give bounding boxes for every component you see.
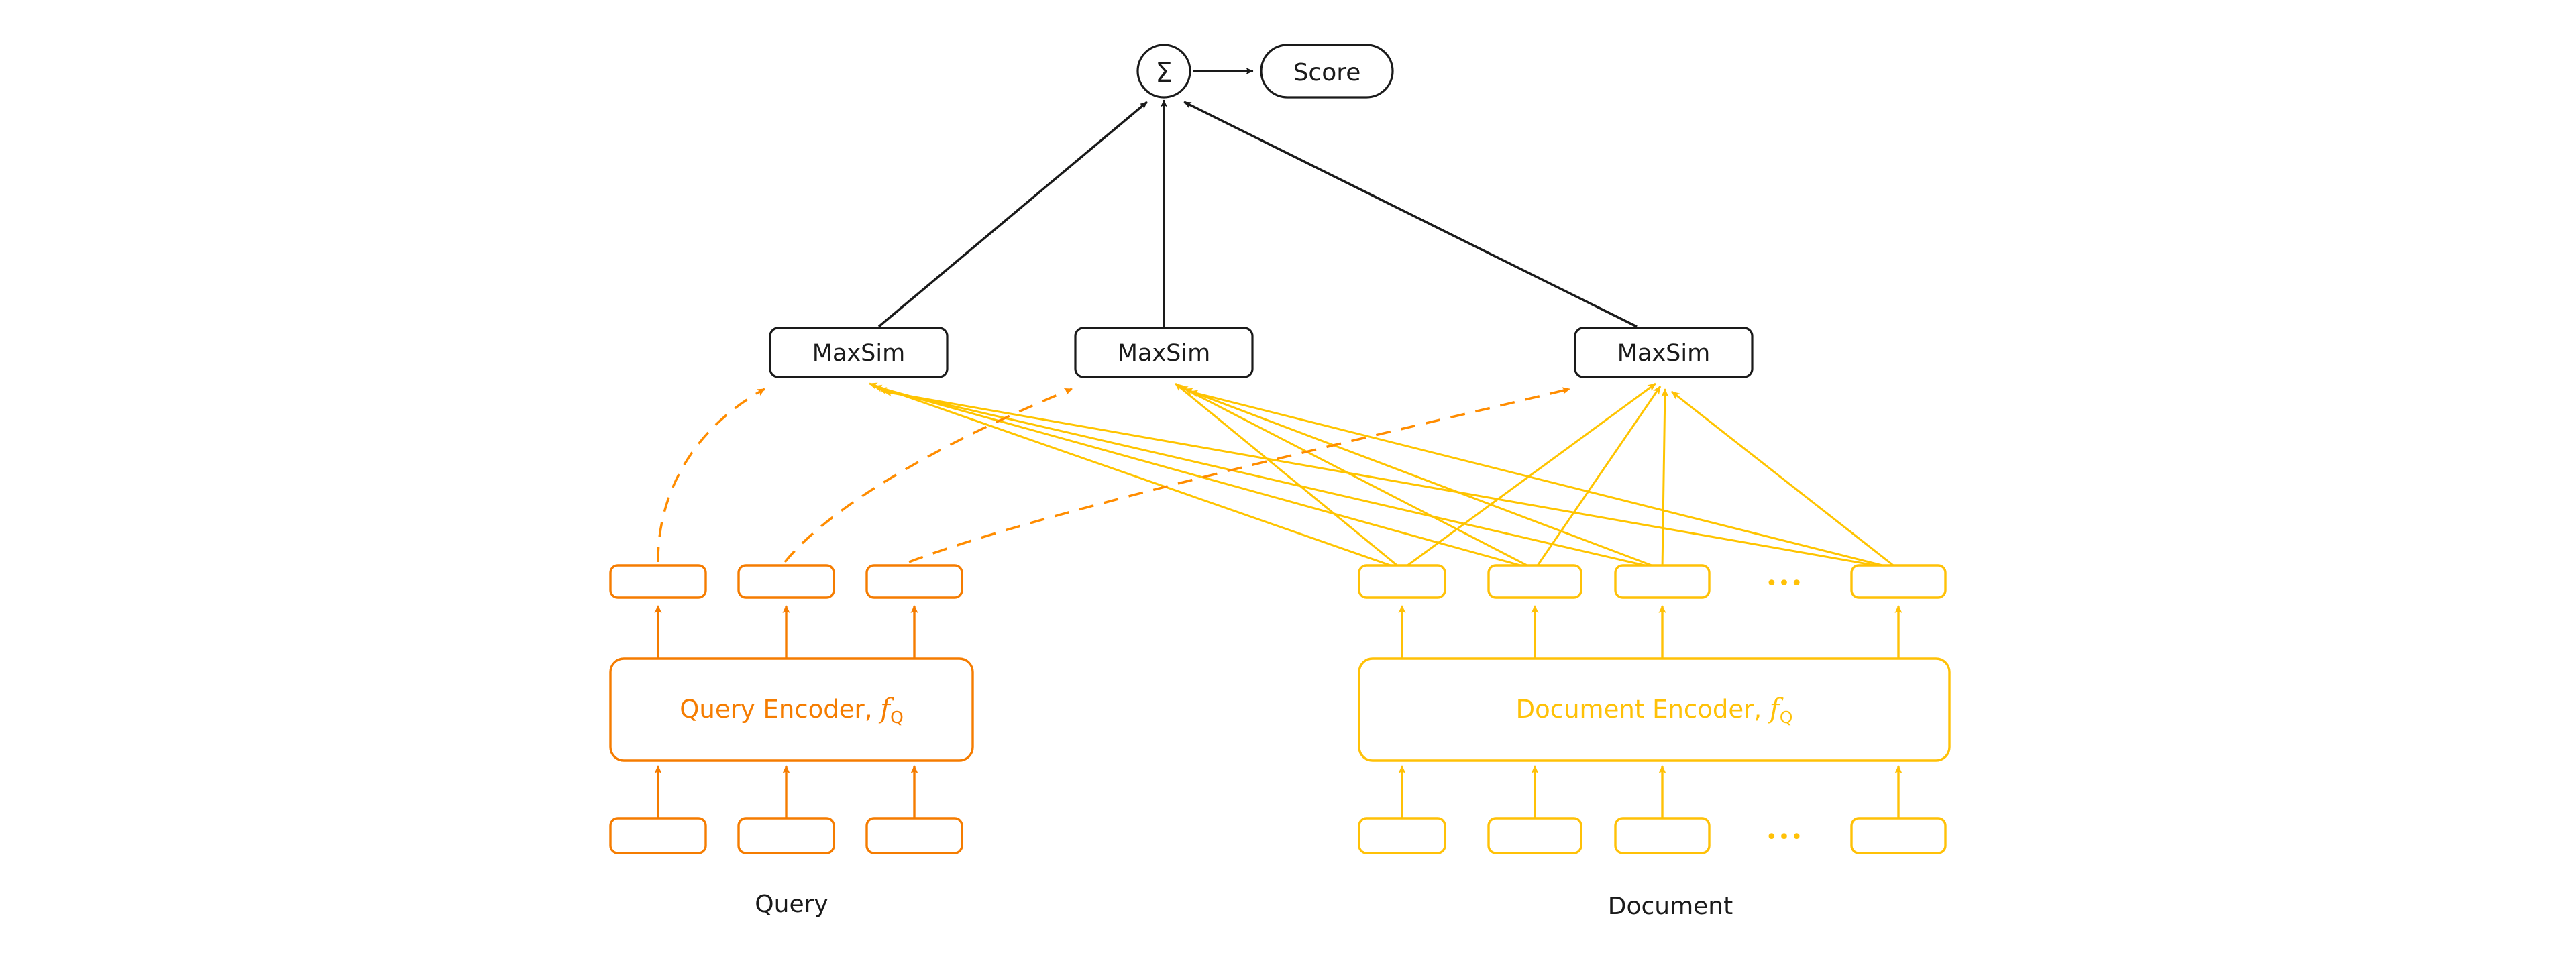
- sum-node-symbol: Σ: [1155, 58, 1172, 89]
- document-token-box-4[interactable]: [1850, 817, 1947, 854]
- doc-edge-1-3: [1401, 382, 1656, 571]
- maxsim-box-3-label: MaxSim: [1617, 340, 1710, 367]
- doc-edge-4-2: [1189, 390, 1899, 571]
- doc-edge-3-1: [878, 387, 1663, 571]
- query-edge-1: [657, 388, 765, 563]
- maxsim-box-3[interactable]: MaxSim: [1574, 327, 1754, 378]
- maxsim-box-2-rect: [1074, 327, 1254, 378]
- doc-edge-4-3: [1671, 390, 1899, 571]
- document-token-box-2[interactable]: [1487, 817, 1582, 854]
- document-token-boxes: [1358, 817, 1947, 854]
- document-token-box-3[interactable]: [1614, 817, 1711, 854]
- document-embedding-boxes: [1358, 564, 1947, 599]
- query-edge-3: [908, 387, 1570, 563]
- query-token-box-3[interactable]: [865, 817, 963, 854]
- maxsim-sum-edge-1: [877, 101, 1148, 328]
- query-embedding-box-1[interactable]: [609, 564, 707, 599]
- maxsim-sum-edge-3: [1183, 101, 1638, 328]
- document-token-input-arrows: [1398, 765, 1902, 818]
- query-encoder-output-arrows: [654, 605, 918, 659]
- sum-node-circle: [1136, 44, 1191, 99]
- document-encoder-label-prefix: Document Encoder,: [1516, 695, 1770, 724]
- document-to-maxsim-edges: [869, 382, 1899, 571]
- document-encoder-label-sub: Q: [1780, 708, 1793, 727]
- document-embedding-box-4[interactable]: [1850, 564, 1947, 599]
- doc-edge-2-3: [1534, 386, 1662, 570]
- query-to-maxsim-edges: [657, 387, 1570, 563]
- maxsim-box-2[interactable]: MaxSim: [1074, 327, 1254, 378]
- query-caption: Query: [755, 891, 828, 918]
- document-embedding-box-2[interactable]: [1487, 564, 1582, 599]
- maxsim-box-3-rect: [1574, 327, 1754, 378]
- document-caption: Document: [1608, 893, 1733, 920]
- query-encoder[interactable]: Query Encoder, fQ: [609, 657, 974, 762]
- doc-edge-3-2: [1184, 388, 1663, 571]
- query-token-box-1[interactable]: [609, 817, 707, 854]
- query-encoder-label: Query Encoder, fQ: [680, 693, 904, 727]
- doc-edge-1-2: [1175, 382, 1403, 571]
- sum-node[interactable]: Σ: [1136, 44, 1191, 99]
- doc-edge-1-1: [869, 382, 1403, 571]
- document-embedding-ellipsis: •••: [1766, 572, 1803, 596]
- query-encoder-label-prefix: Query Encoder,: [680, 695, 880, 724]
- document-encoder-output-arrows: [1398, 605, 1902, 659]
- query-embedding-box-2[interactable]: [737, 564, 835, 599]
- maxsim-box-1-rect: [769, 327, 949, 378]
- query-token-box-2[interactable]: [737, 817, 835, 854]
- document-token-ellipsis: •••: [1766, 826, 1803, 849]
- document-encoder-box: [1358, 657, 1951, 762]
- document-token-box-1[interactable]: [1358, 817, 1446, 854]
- score-node[interactable]: Score: [1260, 44, 1394, 99]
- query-token-input-arrows: [654, 765, 918, 818]
- query-edge-2: [784, 388, 1073, 563]
- doc-edge-2-2: [1179, 385, 1536, 571]
- maxsim-box-2-label: MaxSim: [1118, 340, 1210, 367]
- document-embedding-box-3[interactable]: [1614, 564, 1711, 599]
- query-encoder-label-sub: Q: [890, 708, 904, 727]
- maxsim-box-1-label: MaxSim: [812, 340, 905, 367]
- document-encoder[interactable]: Document Encoder, fQ: [1358, 657, 1951, 762]
- document-encoder-label: Document Encoder, fQ: [1516, 693, 1793, 727]
- score-node-label: Score: [1293, 59, 1361, 87]
- query-embedding-box-3[interactable]: [865, 564, 963, 599]
- maxsim-to-sum-edges: [877, 99, 1638, 328]
- query-encoder-box: [609, 657, 974, 762]
- document-embedding-box-1[interactable]: [1358, 564, 1446, 599]
- maxsim-box-1[interactable]: MaxSim: [769, 327, 949, 378]
- query-embedding-boxes: [609, 564, 963, 599]
- doc-edge-3-3: [1661, 388, 1669, 570]
- score-node-box: [1260, 44, 1394, 99]
- doc-edge-4-1: [883, 389, 1899, 571]
- query-token-boxes: [609, 817, 963, 854]
